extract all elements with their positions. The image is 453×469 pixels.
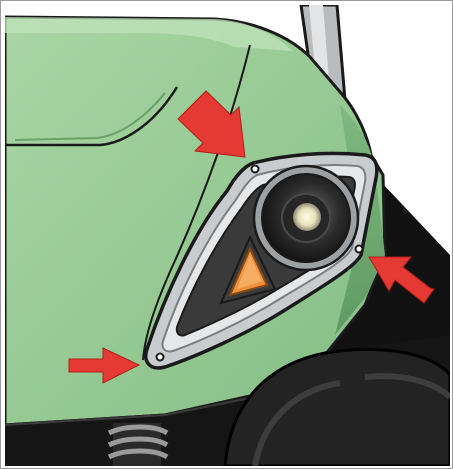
bezel-screw-bottom xyxy=(157,354,164,361)
bezel-screw-top xyxy=(252,166,259,173)
golf-cart-headlight-illustration xyxy=(5,5,450,466)
bezel-screw-right xyxy=(356,246,363,253)
headlight-bulb xyxy=(293,203,321,231)
suspension-spring xyxy=(109,423,167,466)
